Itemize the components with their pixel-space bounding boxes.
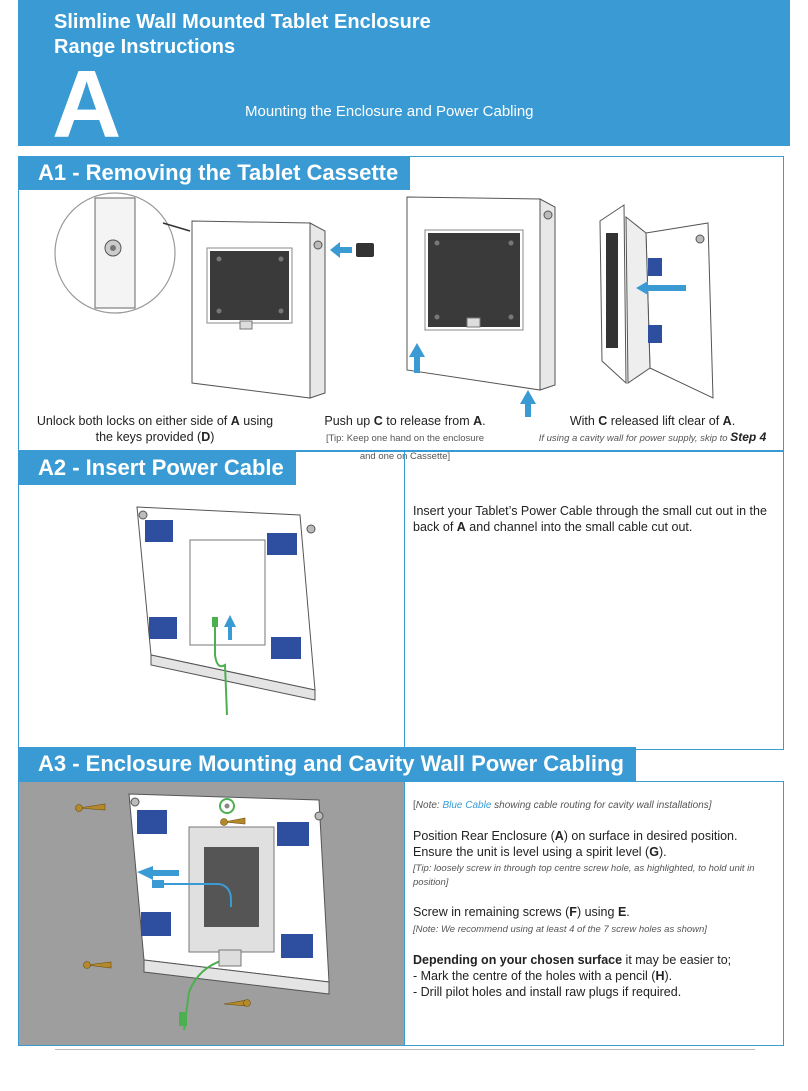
a3-p5-text: - Mark the centre of the holes with a pe… (413, 969, 656, 983)
a1-cap3-label-a: A (722, 414, 732, 428)
a3-p5-text-end: ). (664, 969, 673, 983)
a3-note-label: Note: (415, 800, 443, 811)
section-a3-right (404, 781, 784, 1046)
a1-illustration-push-up (406, 196, 556, 417)
a3-p2-text-end: ). (658, 845, 667, 859)
a3-p2-text: Ensure the unit is level using a spirit … (413, 845, 650, 859)
a1-cap1-line2-end: ) (210, 430, 215, 444)
header-banner: Slimline Wall Mounted Tablet Enclosure R… (18, 0, 790, 158)
key-arrow-icon (330, 242, 374, 258)
a3-p1-label-a: A (554, 829, 564, 843)
a3-note-cable: [Note: Blue Cable showing cable routing … (413, 798, 781, 814)
a2-illustration-cable (136, 506, 316, 716)
a1-cap1-text: Unlock both locks on either side of (36, 414, 231, 428)
a1-cap1-text-mid: using (239, 414, 274, 428)
a2-instruction-text: Insert your Tablet’s Power Cable through… (413, 503, 778, 535)
a3-p1-text: Position Rear Enclosure ( (413, 829, 555, 843)
a3-p2-label-g: G (649, 845, 659, 859)
a1-cap2-label-c: C (373, 414, 383, 428)
a3-step-position: Position Rear Enclosure (A) on surface i… (413, 828, 781, 844)
a1-caption-unlock: Unlock both locks on either side of A us… (25, 413, 285, 445)
a3-illustration-mounting (19, 782, 404, 1045)
a1-illustration-unlock (54, 192, 326, 399)
a1-cap2-text-mid: to release from (382, 414, 474, 428)
a3-note-bracket: [ (413, 800, 416, 811)
section-a2-right (404, 451, 784, 750)
a1-cap3-tip: If using a cavity wall for power supply,… (538, 433, 731, 444)
a1-cap3-text: With (569, 414, 599, 428)
a3-p4-bold: Depending on your chosen surface (413, 953, 623, 967)
a1-cap2-label-a: A (473, 414, 483, 428)
a3-p3-label-e: E (617, 905, 627, 919)
a3-p4-rest: it may be easier to; (622, 953, 732, 967)
title-line-1: Slimline Wall Mounted Tablet Enclosure (54, 11, 431, 33)
a3-p3-text-end: . (626, 905, 630, 919)
a1-cap3-text-mid: released lift clear of (607, 414, 723, 428)
a3-step-screws: Screw in remaining screws (F) using E. (413, 904, 781, 920)
a3-p3-text: Screw in remaining screws ( (413, 905, 570, 919)
a1-illustration-lift-clear (599, 204, 714, 399)
a2-text-label-a: A (456, 520, 466, 534)
a3-step-surface: Depending on your chosen surface it may … (413, 952, 781, 968)
section-subtitle: Mounting the Enclosure and Power Cabling (245, 103, 534, 120)
section-letter: A (52, 51, 122, 158)
footer-divider (55, 1049, 755, 1050)
title-line-2: Range Instructions (54, 36, 236, 58)
a2-text-end: and channel into the small cable cut out… (465, 520, 693, 534)
a3-note-screw-holes: [Note: We recommend using at least 4 of … (413, 924, 707, 935)
section-a2-title: A2 - Insert Power Cable (18, 451, 296, 485)
a3-p5-label-h: H (655, 969, 665, 983)
a1-cap1-label-d: D (201, 430, 211, 444)
a3-note-blue-cable: Blue Cable (442, 800, 492, 811)
a1-cap3-label-c: C (598, 414, 608, 428)
a3-p3-label-f: F (569, 905, 577, 919)
a3-step-level: Ensure the unit is level using a spirit … (413, 844, 781, 860)
a3-step-mark: - Mark the centre of the holes with a pe… (413, 968, 781, 984)
a3-instructions: [Note: Blue Cable showing cable routing … (413, 798, 781, 1000)
section-a1-title: A1 - Removing the Tablet Cassette (18, 156, 411, 190)
section-a3-title: A3 - Enclosure Mounting and Cavity Wall … (18, 747, 636, 781)
a1-cap3-text-end: . (731, 414, 736, 428)
a3-p3-text-mid: ) using (576, 905, 618, 919)
a2-text-main: Insert your Tablet’s Power Cable through… (413, 504, 767, 534)
a1-cap3-step-link: Step 4 (730, 430, 767, 444)
a3-note-rest: showing cable routing for cavity wall in… (491, 800, 712, 811)
a3-tip-screw: [Tip: loosely screw in through top centr… (413, 863, 755, 888)
a3-p1-text-end: ) on surface in desired position. (563, 829, 738, 843)
a1-cap1-label-a: A (230, 414, 240, 428)
a1-cap1-line2: the keys provided ( (95, 430, 202, 444)
a3-step-drill: - Drill pilot holes and install raw plug… (413, 985, 682, 999)
a1-cap2-text: Push up (324, 414, 374, 428)
a1-cap2-tip-line1: [Tip: Keep one hand on the enclosure (325, 433, 485, 444)
a1-caption-lift-clear: With C released lift clear of A. If usin… (525, 413, 780, 447)
document-title: Slimline Wall Mounted Tablet Enclosure R… (54, 10, 431, 60)
a1-cap2-text-end: . (482, 414, 486, 428)
